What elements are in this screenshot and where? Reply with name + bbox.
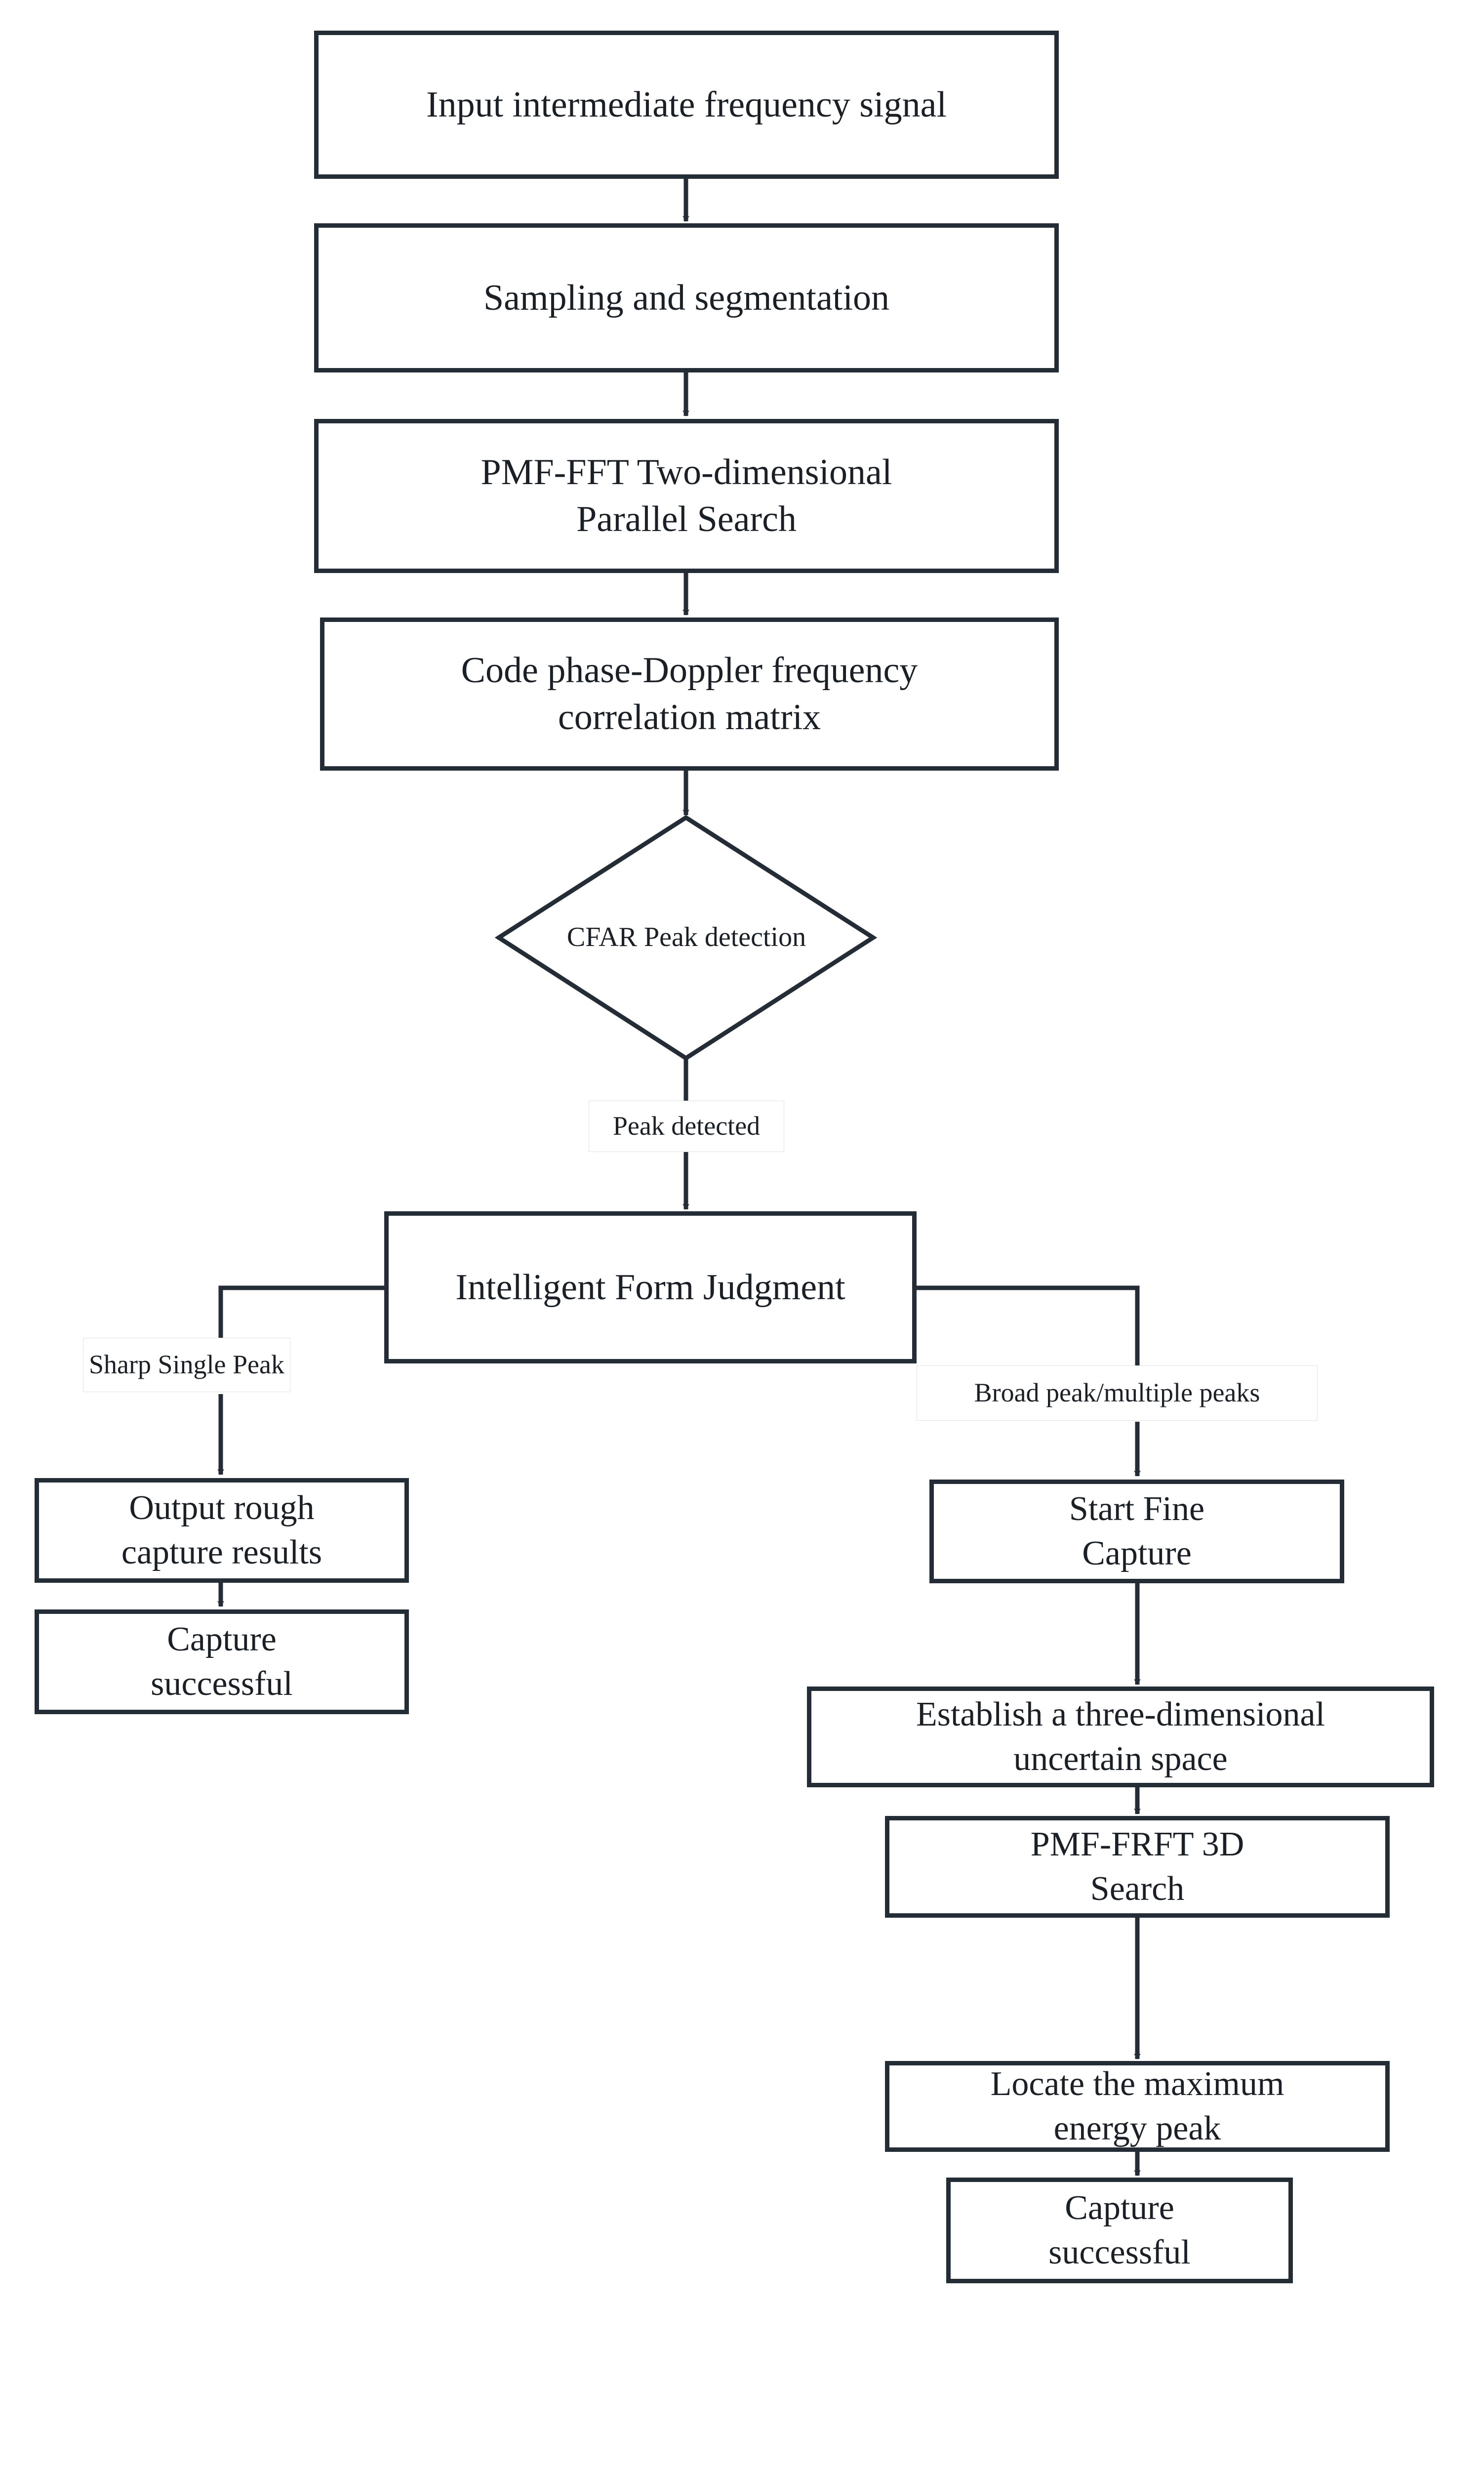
edge-label-peak-detected: Peak detected — [589, 1101, 784, 1152]
node-input-if-signal[interactable]: Input intermediate frequency signal — [314, 31, 1059, 179]
node-capture-successful-right[interactable]: Capture successful — [946, 2178, 1293, 2283]
edge-label-sharp-single-peak: Sharp Single Peak — [83, 1338, 290, 1392]
node-correlation-matrix[interactable]: Code phase-Doppler frequency correlation… — [320, 618, 1059, 771]
edge-n6-right-up — [915, 1285, 1140, 1367]
node-start-fine-capture[interactable]: Start Fine Capture — [929, 1480, 1344, 1583]
node-output-rough-capture-results[interactable]: Output rough capture results — [35, 1478, 409, 1583]
node-sampling-segmentation[interactable]: Sampling and segmentation — [314, 223, 1059, 372]
node-intelligent-form-judgment[interactable]: Intelligent Form Judgment — [384, 1211, 917, 1363]
node-pmf-fft-search[interactable]: PMF-FFT Two-dimensional Parallel Search — [314, 419, 1059, 573]
edge-label-broad-peak-multiple-peaks: Broad peak/multiple peaks — [917, 1365, 1318, 1421]
decision-label-cfar-peak-detection: CFAR Peak detection — [566, 922, 806, 953]
node-pmf-frft-3d-search[interactable]: PMF-FRFT 3D Search — [885, 1816, 1390, 1918]
node-capture-successful-left[interactable]: Capture successful — [35, 1609, 409, 1714]
node-establish-3d-uncertain-space[interactable]: Establish a three-dimensional uncertain … — [807, 1687, 1434, 1787]
edge-n6-left-up — [218, 1285, 386, 1340]
node-locate-maximum-energy-peak[interactable]: Locate the maximum energy peak — [885, 2061, 1390, 2152]
